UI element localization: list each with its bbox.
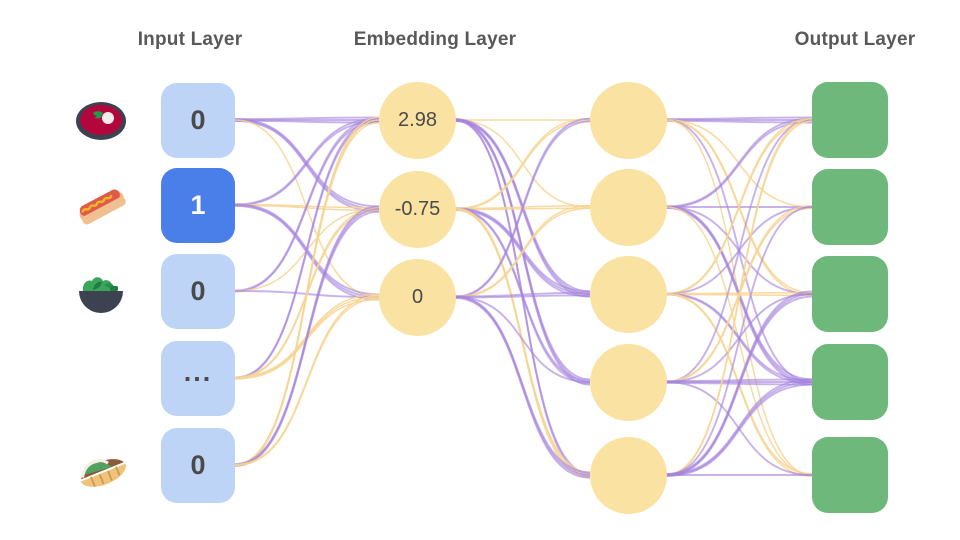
taco-emoji [70, 434, 132, 496]
input-node[interactable]: ... [161, 341, 235, 416]
output-node[interactable] [812, 82, 888, 158]
salad-emoji [70, 260, 132, 322]
output-node[interactable] [812, 437, 888, 513]
hidden-node[interactable] [590, 344, 667, 421]
input-node[interactable]: 0 [161, 83, 235, 158]
input-node[interactable]: 0 [161, 428, 235, 503]
hidden-node[interactable] [590, 437, 667, 514]
embedding-layer-title: Embedding Layer [353, 29, 517, 50]
input-node[interactable]: 0 [161, 254, 235, 329]
stew-emoji [70, 89, 132, 151]
output-node[interactable] [812, 169, 888, 245]
input-layer-title: Input Layer [137, 29, 243, 50]
embedding-node[interactable]: -0.75 [379, 171, 456, 248]
input-node[interactable]: 1 [161, 168, 235, 243]
hotdog-emoji [70, 174, 132, 236]
output-node[interactable] [812, 344, 888, 420]
output-layer-title: Output Layer [794, 29, 916, 50]
embedding-node[interactable]: 2.98 [379, 82, 456, 159]
embedding-node[interactable]: 0 [379, 259, 456, 336]
hidden-node[interactable] [590, 256, 667, 333]
hidden-node[interactable] [590, 82, 667, 159]
hidden-node[interactable] [590, 169, 667, 246]
output-node[interactable] [812, 256, 888, 332]
